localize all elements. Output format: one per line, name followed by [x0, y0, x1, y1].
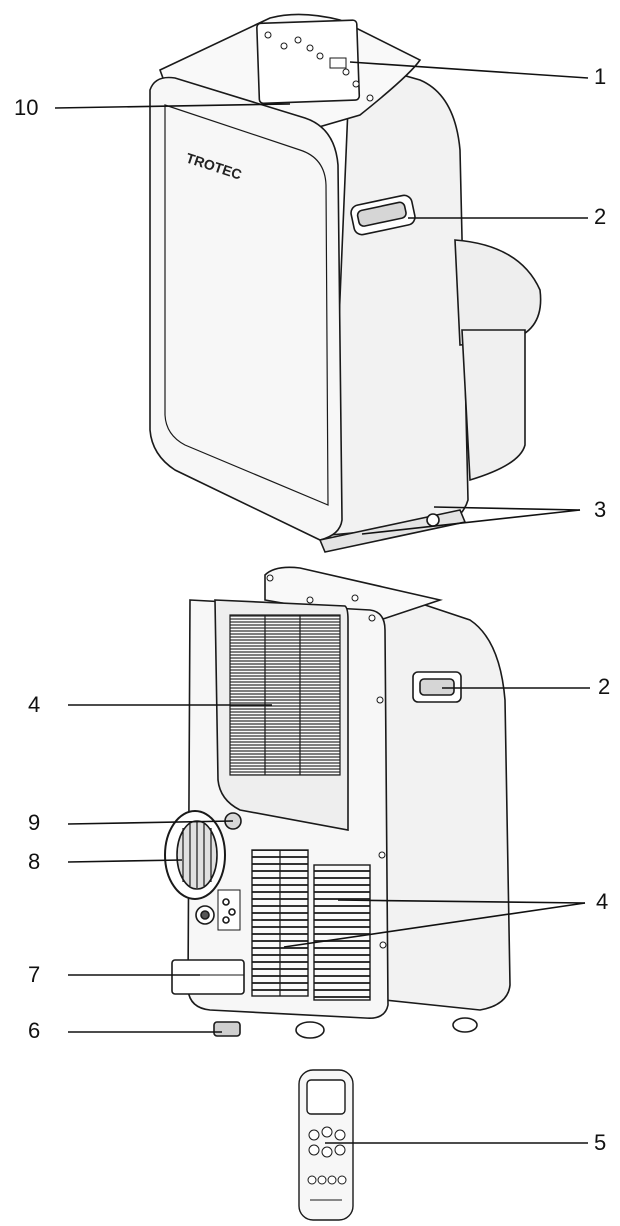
leader-9	[67, 820, 234, 825]
callout-4-upper: 4	[28, 692, 41, 717]
front-side-panel	[329, 58, 469, 536]
callout-10: 10	[14, 95, 39, 120]
rear-bottom-drain	[213, 1021, 241, 1037]
callout-2-front: 2	[594, 204, 607, 229]
callout-2-rear: 2	[598, 674, 611, 699]
callout-8: 8	[28, 849, 41, 874]
rear-lower-grille-right	[313, 864, 371, 1001]
callout-4-lower: 4	[596, 889, 609, 914]
callout-7: 7	[28, 962, 41, 987]
leader-1	[349, 61, 589, 79]
leader-10	[54, 103, 291, 109]
front-control-panel	[256, 19, 361, 105]
leader-8	[67, 859, 183, 863]
callout-9: 9	[28, 810, 41, 835]
rear-side-body	[379, 588, 511, 1011]
rear-upper-grille	[229, 614, 341, 776]
callout-1: 1	[594, 64, 607, 89]
leader-3a	[433, 506, 581, 511]
front-view-device: TROTEC	[149, 13, 542, 553]
remote-control	[298, 1069, 354, 1221]
leader-4c	[283, 902, 586, 948]
callout-5: 5	[594, 1130, 607, 1155]
callout-3: 3	[594, 497, 607, 522]
rear-cable-holder	[171, 959, 245, 995]
rear-view-device	[164, 566, 511, 1039]
front-main-body	[149, 76, 343, 541]
callout-6: 6	[28, 1018, 41, 1043]
leader-lines	[54, 61, 590, 1144]
leader-3b	[361, 509, 581, 535]
leader-4b	[337, 899, 586, 904]
